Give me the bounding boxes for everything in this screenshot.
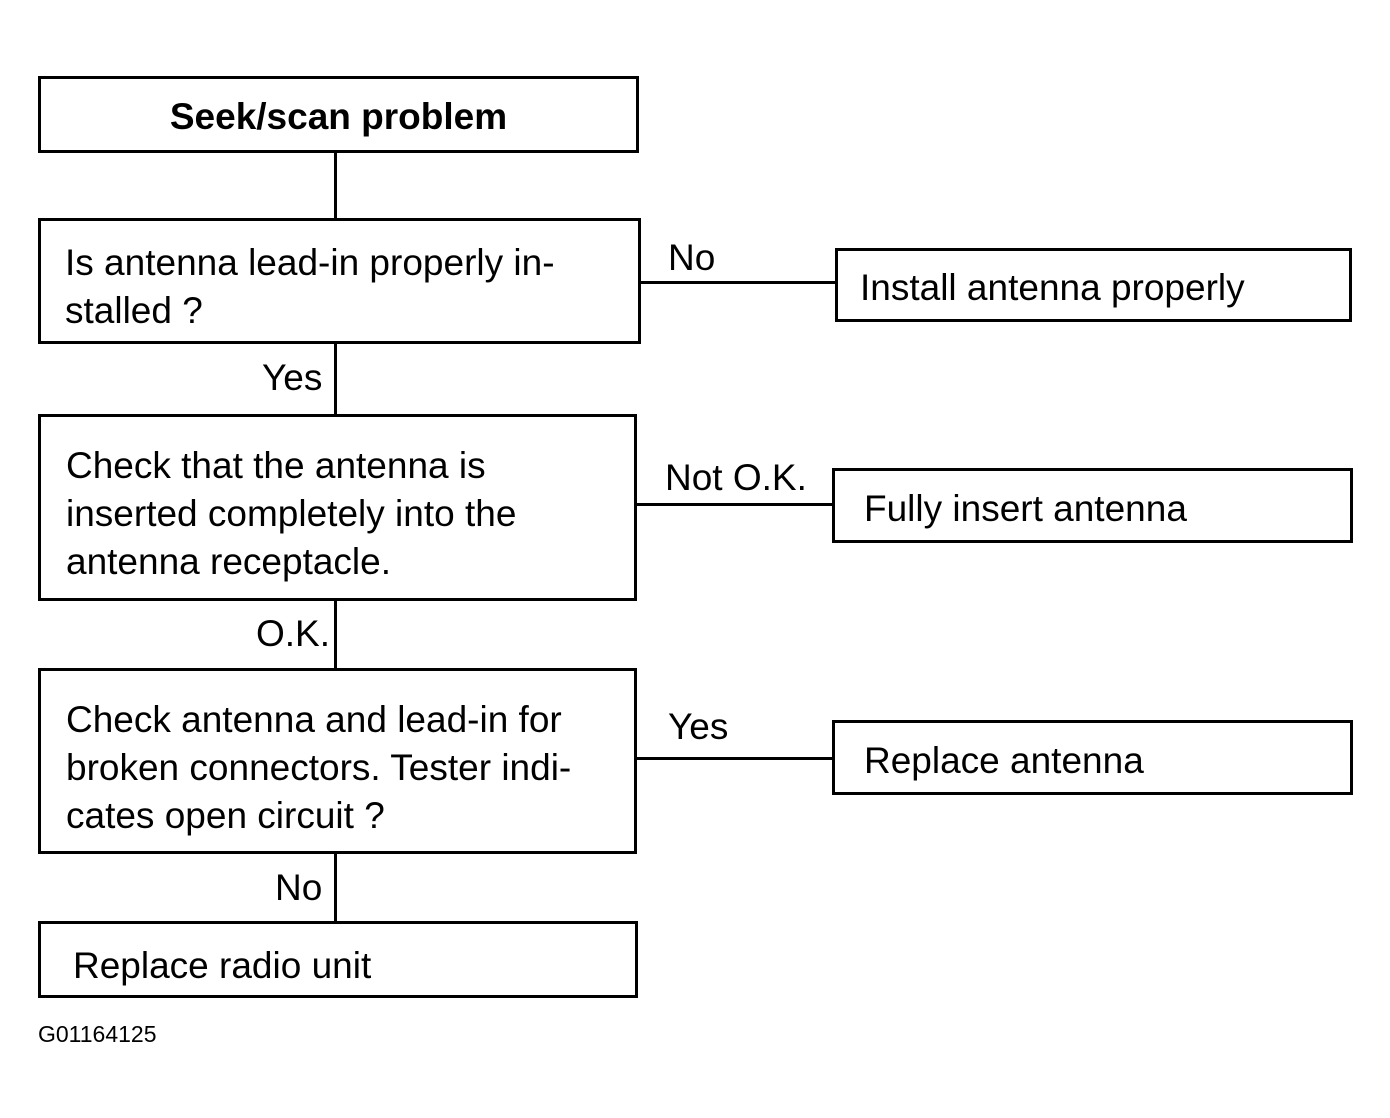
action-box-fully-insert: Fully insert antenna — [832, 468, 1353, 543]
connector-title-to-step1 — [334, 153, 337, 219]
edge-label-step3-down: No — [275, 867, 323, 908]
connector-step3-to-final — [334, 854, 337, 922]
action-text-replace-antenna: Replace antenna — [864, 740, 1144, 781]
connector-step2-side — [637, 503, 834, 506]
connector-step3-side — [637, 757, 834, 760]
edge-label-step2-side: Not O.K. — [665, 457, 807, 498]
action-box-replace-radio: Replace radio unit — [38, 921, 638, 998]
edge-label-step3-side: Yes — [668, 706, 729, 747]
action-text-replace-radio: Replace radio unit — [73, 945, 372, 986]
decision-text-antenna-inserted: Check that the antenna is inserted compl… — [66, 445, 517, 582]
decision-text-lead-in: Is antenna lead-in properly in- stalled … — [65, 242, 555, 331]
decision-text-broken-connectors: Check antenna and lead-in for broken con… — [66, 699, 572, 836]
connector-step1-to-step2 — [334, 344, 337, 415]
title-box: Seek/scan problem — [38, 76, 639, 153]
decision-box-antenna-inserted: Check that the antenna is inserted compl… — [38, 414, 637, 601]
edge-label-step1-down: Yes — [262, 357, 323, 398]
figure-id: G01164125 — [38, 1021, 157, 1047]
decision-box-lead-in: Is antenna lead-in properly in- stalled … — [38, 218, 641, 344]
action-text-fully-insert: Fully insert antenna — [864, 488, 1187, 529]
edge-label-step2-down: O.K. — [256, 613, 331, 654]
edge-label-step1-side: No — [668, 237, 716, 278]
action-box-install-antenna: Install antenna properly — [835, 248, 1352, 322]
connector-step1-side — [641, 281, 837, 284]
action-box-replace-antenna: Replace antenna — [832, 720, 1353, 795]
connector-step2-to-step3 — [334, 601, 337, 669]
decision-box-broken-connectors: Check antenna and lead-in for broken con… — [38, 668, 637, 854]
title-text: Seek/scan problem — [169, 96, 508, 137]
action-text-install-antenna: Install antenna properly — [860, 267, 1245, 308]
